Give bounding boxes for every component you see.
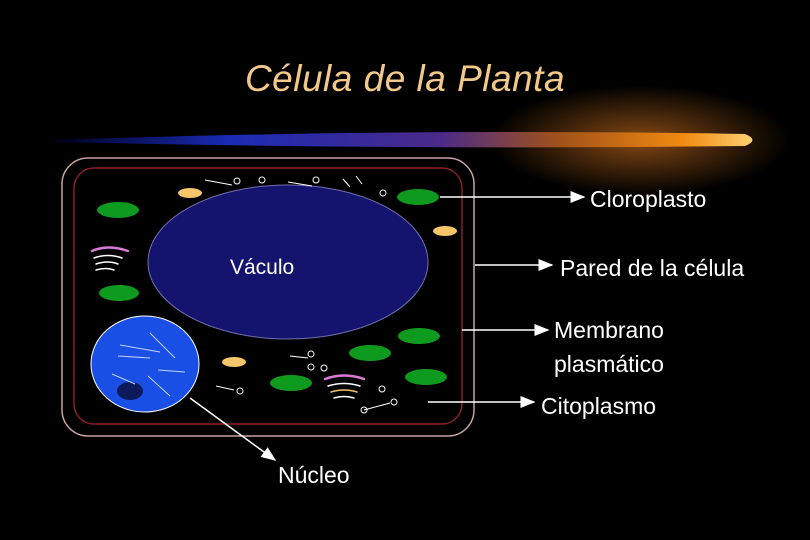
arrow-nucleo (189, 397, 277, 461)
label-nucleus: Núcleo (278, 462, 350, 488)
chloroplast (97, 202, 139, 218)
label-plasma-membrane: Membrano plasmático (554, 317, 664, 377)
chloroplast (398, 328, 440, 344)
vacuole (147, 184, 429, 340)
chloroplast (397, 189, 439, 205)
chloroplast (270, 375, 312, 391)
starch-grain (433, 226, 457, 236)
title-underline-swoosh (55, 85, 790, 195)
golgi-apparatus-icon (90, 246, 130, 271)
starch-grain (222, 357, 246, 367)
label-cytoplasm: Citoplasmo (541, 393, 657, 419)
starch-grain (178, 188, 202, 198)
label-vacuole: Váculo (230, 256, 295, 279)
chloroplast (99, 285, 139, 301)
chloroplast (405, 369, 447, 385)
plasma-membrane (73, 167, 463, 425)
page-title: Célula de la Planta (244, 58, 566, 99)
nucleolus (117, 382, 143, 400)
ribosomes (204, 175, 398, 414)
chloroplast (349, 345, 391, 361)
nucleus (90, 315, 200, 413)
pointer-arrows (189, 191, 586, 461)
golgi-apparatus-icon (323, 374, 366, 399)
chloroplasts (97, 189, 447, 391)
label-cell-wall: Pared de la célula (560, 255, 745, 281)
label-chloroplast: Cloroplasto (590, 186, 707, 212)
starch-grains (178, 188, 457, 367)
